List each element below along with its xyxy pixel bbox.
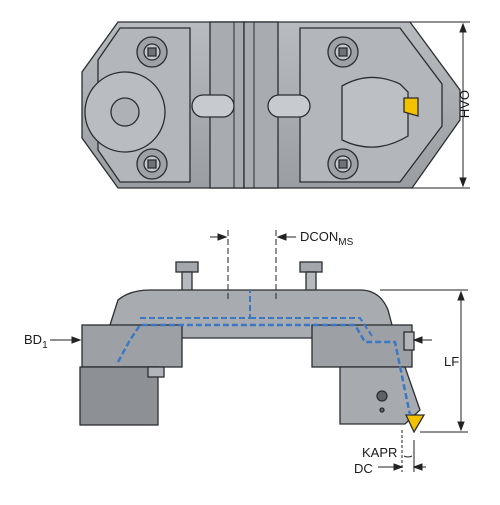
left-holder (79, 366, 159, 426)
dcon-dimension (210, 230, 296, 300)
cartridge-screw (376, 390, 388, 402)
screw-bottom-left (136, 148, 168, 180)
coolant-channel-upper (140, 290, 373, 337)
bd-label-main: BD (24, 332, 43, 347)
bd-label: BD1 (24, 332, 48, 351)
top-insert (403, 97, 419, 117)
dcon-label-sub: MS (338, 237, 354, 248)
oah-dimension (410, 21, 470, 189)
kapr-label: KAPR (362, 445, 398, 460)
screw-bottom-right (327, 148, 359, 180)
right-slot (267, 94, 311, 118)
top-view (81, 21, 461, 189)
screw-top-right (327, 36, 359, 68)
right-cartridge-head (341, 76, 409, 148)
right-block (311, 324, 413, 368)
lf-label: LF (444, 354, 460, 369)
kapr-dc-dimension (378, 430, 426, 472)
dcon-label-main: DCON (300, 229, 339, 244)
stud-right (299, 261, 323, 295)
coolant-channel (116, 323, 412, 416)
dc-label: DC (354, 461, 373, 476)
lf-dimension (380, 289, 468, 433)
cutting-insert (404, 414, 426, 434)
left-block (81, 324, 183, 368)
stud-left (175, 261, 199, 295)
left-slot (191, 94, 235, 118)
bd-dimension (50, 336, 432, 344)
oah-label: OAH (457, 90, 472, 119)
bd-label-sub: 1 (42, 340, 48, 351)
dcon-label: DCONMS (300, 229, 353, 248)
side-view (79, 261, 426, 434)
screw-top-left (136, 36, 168, 68)
